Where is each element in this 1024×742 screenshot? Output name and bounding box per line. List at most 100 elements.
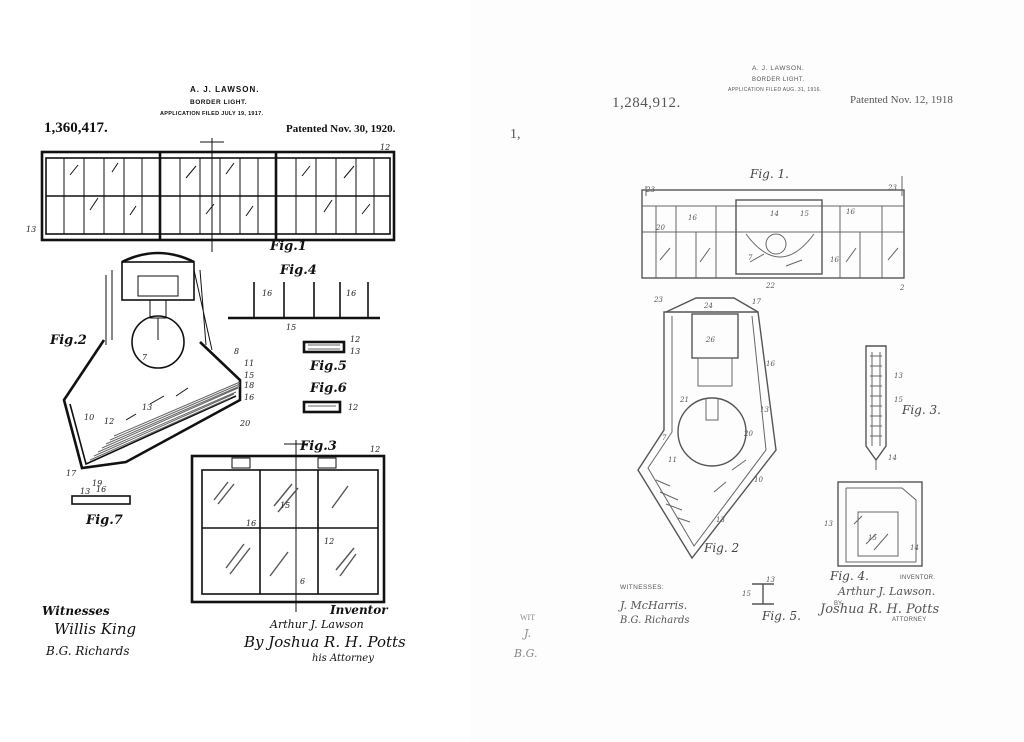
svg-text:11: 11: [668, 456, 677, 464]
right-fig5-drawing: 15 13 Fig. 5.: [742, 576, 801, 623]
svg-text:Fig.7: Fig.7: [85, 513, 123, 528]
svg-text:2: 2: [899, 284, 905, 292]
right-fig2-drawing: Fig. 2 23 24 17 26 16 21 13 7 11 20 10 1…: [637, 296, 777, 560]
left-fig1-drawing: Fig.1 13 12: [26, 138, 396, 254]
svg-text:22: 22: [765, 282, 775, 290]
svg-text:26: 26: [705, 336, 715, 344]
left-fig7-drawing: 13 16 19 Fig.7: [71, 479, 131, 528]
left-inventor-signature: Arthur J. Lawson: [270, 618, 364, 631]
svg-text:18: 18: [244, 381, 254, 390]
svg-text:Fig. 5.: Fig. 5.: [761, 609, 801, 623]
svg-text:Fig.2: Fig.2: [49, 333, 87, 348]
svg-text:Fig.1: Fig.1: [269, 239, 307, 254]
left-attorney-signature: By Joshua R. H. Potts: [244, 633, 406, 651]
svg-text:Fig.6: Fig.6: [309, 381, 347, 396]
svg-text:10: 10: [84, 413, 94, 422]
svg-text:17: 17: [66, 469, 77, 478]
svg-text:13: 13: [824, 520, 833, 528]
svg-text:Fig. 3.: Fig. 3.: [901, 403, 941, 417]
right-inventor-signature: Arthur J. Lawson.: [838, 585, 936, 598]
svg-text:16: 16: [96, 485, 106, 494]
left-application-filed: APPLICATION FILED JULY 19, 1917.: [160, 111, 264, 117]
svg-text:13: 13: [894, 372, 903, 380]
right-inventor-label: INVENTOR.: [900, 575, 936, 581]
svg-text:14: 14: [888, 454, 897, 462]
svg-text:16: 16: [688, 214, 697, 222]
left-fig5-fig6-drawing: 12 13 Fig.5 Fig.6 12: [302, 335, 360, 414]
svg-text:Fig. 4.: Fig. 4.: [829, 569, 869, 583]
bleed-through-wit: WIT: [520, 613, 536, 622]
svg-text:16: 16: [244, 393, 254, 402]
svg-text:13: 13: [350, 347, 360, 356]
right-patent-number: 1,284,912.: [612, 95, 681, 111]
svg-text:13: 13: [80, 487, 90, 496]
svg-text:15: 15: [800, 210, 809, 218]
svg-text:Fig. 1.: Fig. 1.: [749, 167, 789, 181]
svg-text:23: 23: [653, 296, 663, 304]
svg-text:Fig.4: Fig.4: [279, 263, 317, 278]
right-patented-date: Patented Nov. 12, 1918: [850, 94, 953, 106]
right-drawing: Fig. 1. 23 23 2 22 20 16 14 15 16: [637, 167, 941, 623]
bleed-through-initial-1: J.: [524, 627, 532, 640]
svg-text:13: 13: [26, 225, 36, 234]
right-witness-2: B.G. Richards: [620, 615, 690, 626]
right-attorney-label: ATTORNEY: [892, 617, 927, 623]
svg-text:16: 16: [830, 256, 839, 264]
svg-text:24: 24: [703, 302, 713, 310]
svg-text:20: 20: [239, 419, 250, 428]
left-patent-number: 1,360,417.: [44, 120, 108, 136]
svg-text:13: 13: [142, 403, 152, 412]
left-patent-sheet: A. J. LAWSON. BORDER LIGHT. APPLICATION …: [0, 0, 470, 742]
svg-text:13: 13: [766, 576, 775, 584]
svg-text:15: 15: [894, 396, 903, 404]
svg-text:8: 8: [234, 347, 239, 356]
svg-text:16: 16: [262, 289, 272, 298]
svg-text:6: 6: [300, 577, 305, 586]
svg-text:23: 23: [645, 186, 655, 194]
left-fig4-drawing: Fig.4 16 16 15: [228, 263, 380, 332]
svg-text:Fig.3: Fig.3: [299, 439, 337, 454]
svg-text:15: 15: [868, 534, 877, 542]
svg-text:16: 16: [766, 360, 775, 368]
right-inventor-name: A. J. LAWSON.: [752, 65, 805, 72]
svg-text:15: 15: [244, 371, 254, 380]
svg-text:12: 12: [348, 403, 358, 412]
svg-text:19: 19: [92, 479, 102, 488]
right-fig4-drawing: Fig. 4. 13 14 15: [824, 481, 923, 583]
svg-text:15: 15: [286, 323, 296, 332]
left-patent-title: BORDER LIGHT.: [190, 99, 248, 106]
svg-text:20: 20: [743, 430, 753, 438]
right-by-label: BY: [834, 601, 843, 607]
left-witnesses-label: Witnesses: [42, 604, 110, 618]
svg-text:Fig. 2: Fig. 2: [703, 541, 739, 555]
svg-text:14: 14: [770, 210, 779, 218]
left-patented-date: Patented Nov. 30, 1920.: [286, 123, 396, 135]
svg-text:7: 7: [748, 254, 753, 262]
svg-text:21: 21: [679, 396, 689, 404]
right-patent-title: BORDER LIGHT.: [752, 77, 805, 83]
svg-text:7: 7: [662, 434, 667, 442]
right-attorney-signature: Joshua R. H. Potts: [820, 602, 940, 617]
right-patent-sheet: 1, WIT J. B.G. A. J. LAWSON. BORDER LIGH…: [470, 0, 1024, 742]
svg-text:12: 12: [104, 417, 114, 426]
svg-text:12: 12: [350, 335, 360, 344]
svg-text:12: 12: [370, 445, 380, 454]
svg-text:Fig.5: Fig.5: [309, 359, 347, 374]
right-fig1-drawing: Fig. 1. 23 23 2 22 20 16 14 15 16: [641, 167, 905, 292]
left-inventor-label: Inventor: [330, 603, 388, 617]
right-application-filed: APPLICATION FILED AUG. 31, 1916.: [728, 87, 822, 93]
bleed-through-mark: 1,: [510, 127, 521, 142]
svg-text:14: 14: [910, 544, 919, 552]
right-fig3-drawing: Fig. 3. 13 15 14: [865, 345, 941, 470]
bleed-through-initial-2: B.G.: [514, 647, 538, 660]
svg-text:17: 17: [752, 298, 761, 306]
svg-text:20: 20: [655, 224, 665, 232]
svg-text:11: 11: [244, 359, 254, 368]
left-drawing: Fig.1 13 12 Fig.2 7 8 11 15 18 16 20 17: [26, 138, 396, 612]
left-fig2-drawing: Fig.2 7 8 11 15 18 16 20 17 10 12 13: [49, 251, 254, 478]
svg-text:12: 12: [324, 537, 334, 546]
left-fig3-drawing: Fig.3 12 15 16 12 6: [190, 439, 386, 612]
svg-text:12: 12: [380, 143, 390, 152]
left-witness-1: Willis King: [54, 620, 137, 638]
right-witness-1: J. McHarris.: [620, 599, 688, 612]
